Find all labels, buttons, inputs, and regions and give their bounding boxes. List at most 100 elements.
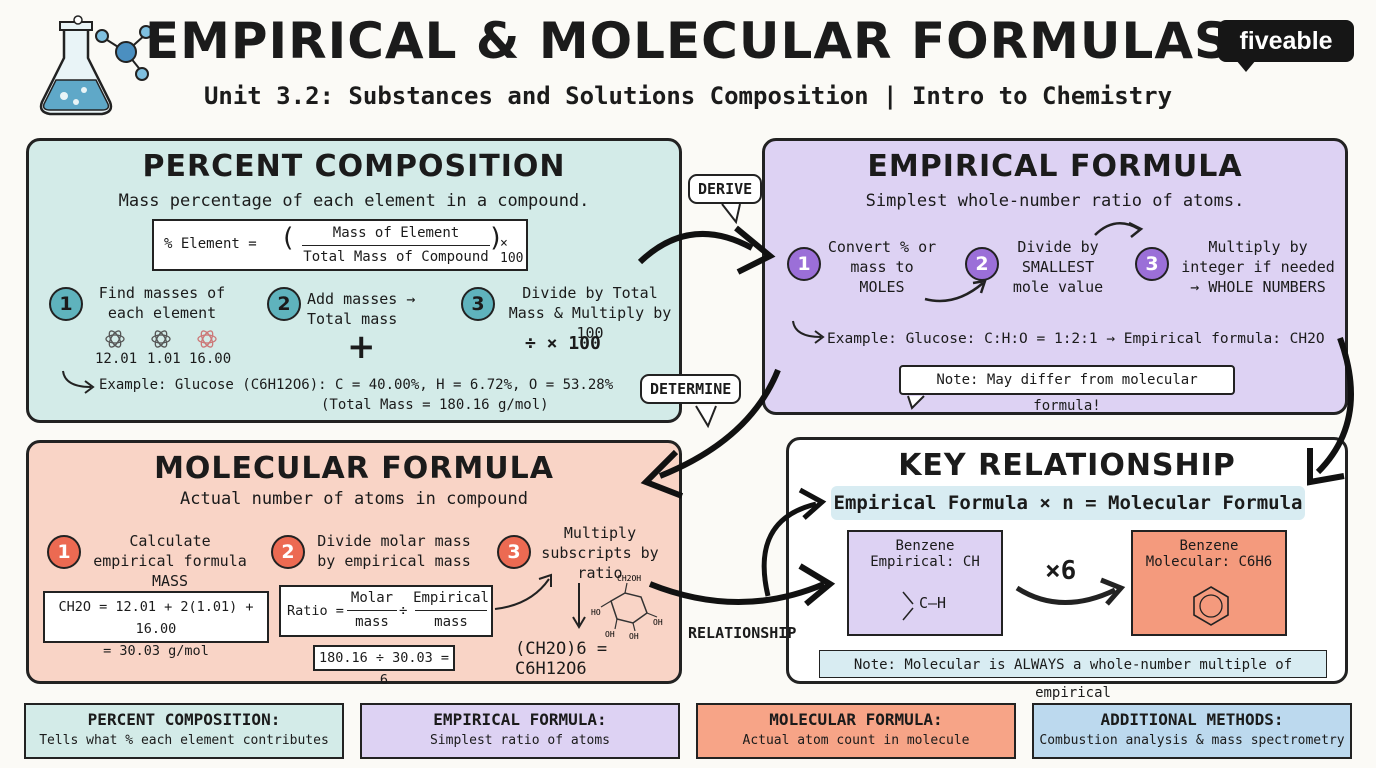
panel-heading: PERCENT COMPOSITION [142,149,566,184]
ratio-num2: Empirical [413,590,489,606]
ratio-box: Ratio = Molar mass ÷ Empirical mass [279,585,493,637]
percent-formula-box: % Element = ( Mass of Element Total Mass… [152,219,528,271]
step-2-text: Divide molar mass by empirical mass [317,532,471,570]
panel-heading: MOLECULAR FORMULA [154,451,554,486]
plus-symbol: + [347,327,376,367]
summary-empirical: EMPIRICAL FORMULA: Simplest ratio of ato… [360,703,680,759]
percent-example: Example: Glucose (C6H12O6): C = 40.00%, … [99,377,614,393]
panel-subheading: Simplest whole-number ratio of atoms. [865,191,1245,211]
empirical-example: Example: Glucose: C:H:O = 1:2:1 → Empiri… [827,331,1325,347]
glucose-label-1: OH [653,618,663,627]
ch-bond-icon [902,591,914,621]
summary-percent: PERCENT COMPOSITION: Tells what % each e… [24,703,344,759]
key-relationship-panel: KEY RELATIONSHIP Empirical Formula × n =… [786,437,1348,701]
molecular-box-title: Benzene [1179,538,1239,554]
summary-title: EMPIRICAL FORMULA: [433,710,607,729]
key-note: Note: Molecular is ALWAYS a whole-number… [819,650,1327,701]
glucose-structure-icon: CH2OH OH HO OH OH [591,574,663,639]
summary-title: ADDITIONAL METHODS: [1100,710,1284,729]
mass-hydrogen: 1.01 [147,351,181,367]
multiplier-label: ×6 [1045,556,1077,586]
step-2-badge: 2 [267,287,301,321]
multiply-arrow-icon [1015,577,1126,606]
summary-molecular: MOLECULAR FORMULA: Actual atom count in … [696,703,1016,759]
glucose-label-2: HO [591,608,601,617]
panel-heading: KEY RELATIONSHIP [898,448,1236,483]
empirical-benzene-box: Benzene Empirical: CH C—H [847,530,1003,636]
ratio-bar1 [347,610,397,611]
mass-carbon: 12.01 [95,351,138,367]
summary-title: PERCENT COMPOSITION: [87,710,281,729]
step-1-text: Convert % or mass to MOLES [827,238,937,296]
determine-tag: DETERMINE [640,374,742,404]
close-paren: ) [488,223,504,253]
mass-oxygen: 16.00 [189,351,232,367]
ratio-num1: Molar [350,590,394,606]
atom-icon [197,330,217,348]
step-2-text: Add masses → Total mass [307,290,416,328]
step-flow-arrows [924,221,1144,303]
step-3-text: Multiply by integer if needed → WHOLE NU… [1181,238,1335,296]
empirical-box-title: Benzene [895,538,955,554]
step-3-badge: 3 [497,535,531,569]
step-1-badge: 1 [787,247,821,281]
ratio-bar2 [415,610,487,611]
step-1-text: Calculate empirical formula MASS [93,532,247,590]
percent-composition-panel: PERCENT COMPOSITION Mass percentage of e… [26,138,682,423]
atom-icons [105,330,217,348]
percent-example-total: (Total Mass = 180.16 g/mol) [321,397,549,413]
summary-desc: Combustion analysis & mass spectrometry [1039,733,1345,748]
step-2-badge: 2 [271,535,305,569]
atom-icon [151,330,171,348]
step-3-text: Divide by Total Mass & Multiply by 100 [508,284,672,342]
fraction-bar [302,245,490,246]
summary-desc: Actual atom count in molecule [742,733,970,748]
step-2-badge: 2 [965,247,999,281]
page-title: EMPIRICAL & MOLECULAR FORMULAS [144,12,1232,70]
ratio-label: Ratio = [287,603,344,619]
empirical-formula-panel: EMPIRICAL FORMULA Simplest whole-number … [762,138,1348,415]
glucose-label-3: OH [605,630,615,639]
ratio-div: ÷ [399,603,408,619]
step-1-badge: 1 [47,535,81,569]
mass-calc-line1: CH2O = 12.01 + 2(1.01) + 16.00 [58,599,254,637]
example-arrow-icon [792,320,825,344]
step-2-text: Divide by SMALLEST mole value [1012,238,1104,296]
example-arrow-icon [62,370,95,394]
page-subtitle: Unit 3.2: Substances and Solutions Compo… [203,82,1173,110]
logo-tail [1236,60,1256,72]
open-paren: ( [280,223,296,253]
flask-molecule-icon [39,15,153,116]
panel-heading: EMPIRICAL FORMULA [867,149,1243,184]
formula-denominator: Total Mass of Compound [303,249,489,265]
empirical-mass-calc: CH2O = 12.01 + 2(1.01) + 16.00 = 30.03 g… [43,591,269,659]
step-1-badge: 1 [49,287,83,321]
mass-calc-line2: = 30.03 g/mol [103,643,209,659]
summary-title: MOLECULAR FORMULA: [769,710,943,729]
ratio-den1: mass [355,614,389,630]
down-arrow-icon [572,583,586,629]
divide-multiply-symbol: ÷ × 100 [525,333,601,354]
step-1-text: Find masses of each element [98,284,226,322]
formula-numerator: Mass of Element [332,225,460,241]
ratio-calc: 180.16 ÷ 30.03 = 6 [313,645,455,688]
ratio-den2: mass [434,614,468,630]
summary-desc: Simplest ratio of atoms [429,733,610,748]
step-3-badge: 3 [461,287,495,321]
key-equation: Empirical Formula × n = Molecular Formul… [831,486,1305,520]
molecular-result: (CH2O)6 = C6H12O6 [515,639,608,679]
molecular-box-formula: Molecular: C6H6 [1145,554,1273,570]
brand-logo[interactable]: fiveable [1218,20,1354,62]
relationship-label: RELATIONSHIP [688,624,797,642]
panel-subheading: Mass percentage of each element in a com… [118,191,590,211]
ratio-to-result-arrow [494,573,552,610]
empirical-box-formula: Empirical: CH [870,554,980,570]
ch-structure: C—H [919,594,947,612]
empirical-note: Note: May differ from molecular formula! [899,365,1235,414]
molecular-formula-panel: MOLECULAR FORMULA Actual number of atoms… [26,440,682,688]
summary-desc: Tells what % each element contributes [39,733,329,748]
summary-additional: ADDITIONAL METHODS: Combustion analysis … [1032,703,1352,759]
molecular-benzene-box: Benzene Molecular: C6H6 [1131,530,1287,636]
benzene-ring-icon [1193,586,1229,626]
step-3-text: Multiply subscripts by ratio [541,524,659,582]
